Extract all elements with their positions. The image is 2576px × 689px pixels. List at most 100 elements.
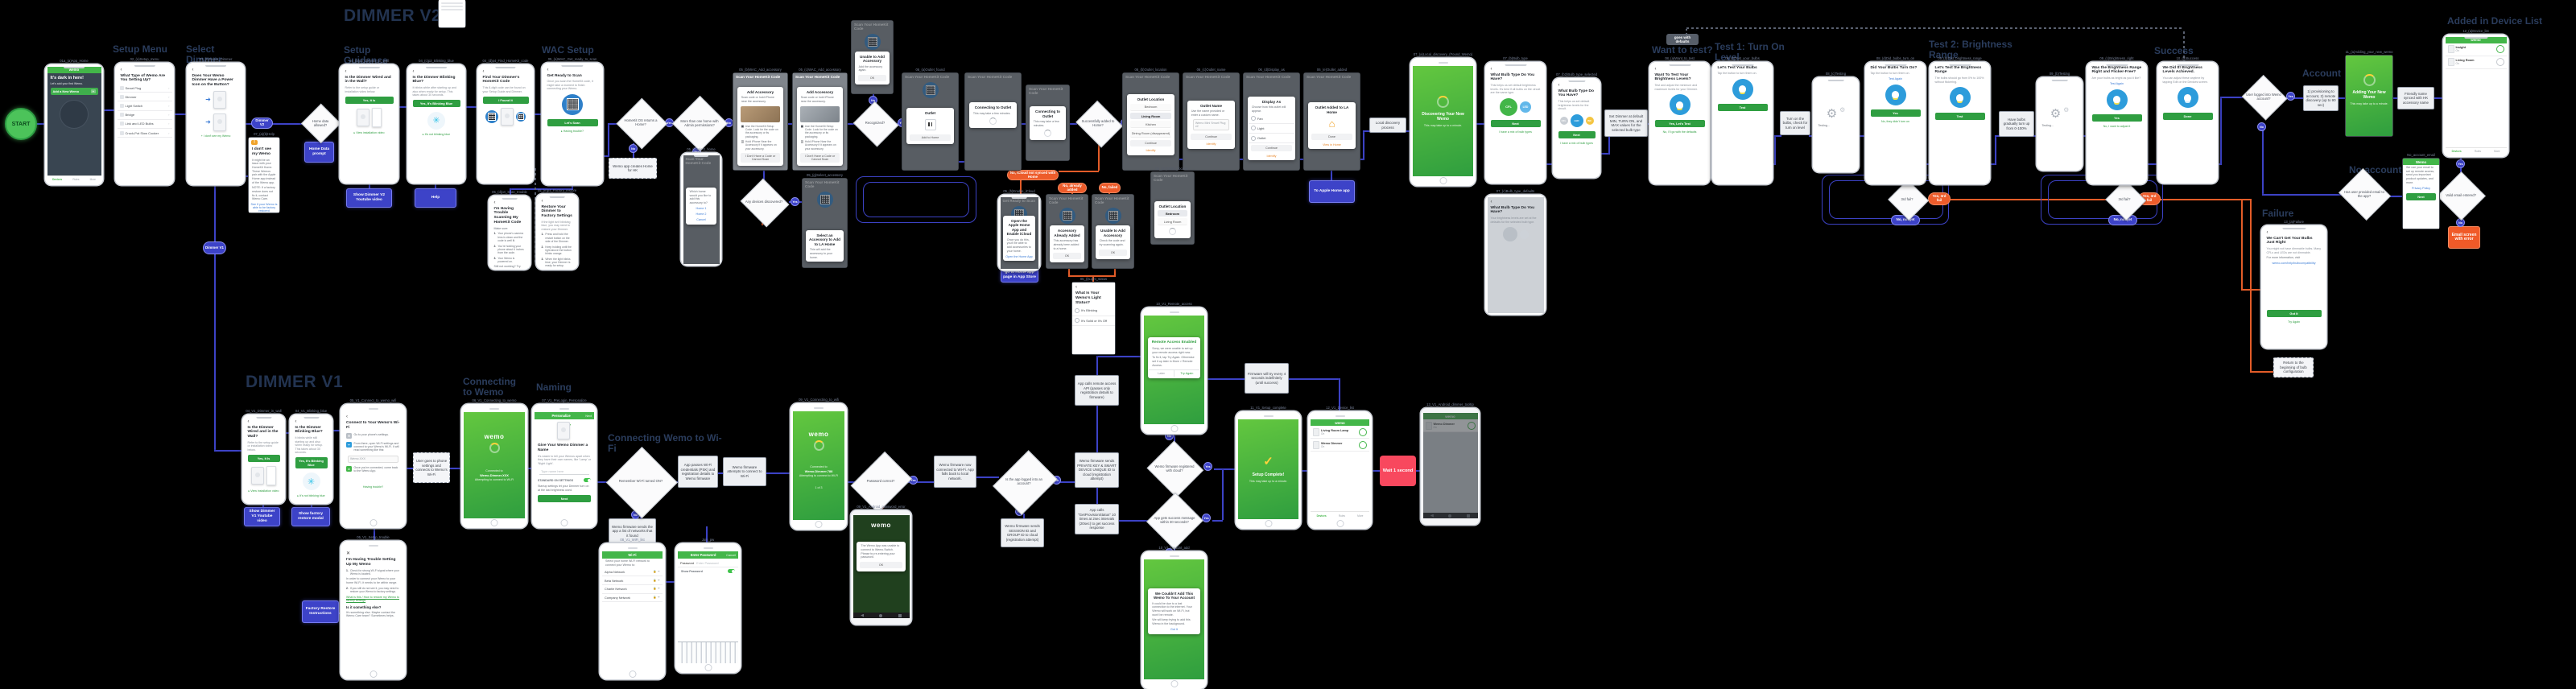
back-icon[interactable]: ‹ xyxy=(120,67,122,72)
primary-button[interactable]: Next xyxy=(1558,131,1596,139)
text-link[interactable]: Having trouble? xyxy=(362,485,384,489)
wifi-network-item[interactable]: Beta Network🔒 ᯤ xyxy=(602,576,663,585)
option-item[interactable]: Dining Room (disappeared) xyxy=(1129,130,1172,138)
radio-option[interactable]: It's Solid or It's Off xyxy=(1072,316,1115,326)
primary-button[interactable]: Test xyxy=(1934,112,1985,120)
primary-button[interactable]: Yes, It Is xyxy=(247,454,280,462)
toggle-switch[interactable] xyxy=(584,478,591,483)
primary-button[interactable]: Next xyxy=(2406,192,2436,200)
flow-action-box[interactable]: go to Home app page in App Store xyxy=(1001,267,1038,283)
text-link[interactable]: ▸ It's not blinking blue xyxy=(297,493,325,497)
nav-right[interactable]: Next xyxy=(585,414,592,418)
text-link-blue[interactable]: Open the Home App xyxy=(1005,254,1033,258)
list-item[interactable]: Link and LED Bulbs› xyxy=(117,120,172,129)
toggle-row[interactable]: Show Password xyxy=(681,569,735,573)
wifi-network-item[interactable]: Alpha Network🔒 ᯤ xyxy=(602,567,663,577)
tab-item[interactable]: Rules xyxy=(1338,514,1345,518)
text-link[interactable]: Try Again xyxy=(2287,320,2301,324)
tab-item[interactable]: More xyxy=(1357,514,1364,518)
back-icon[interactable]: ‹ xyxy=(346,415,348,419)
primary-button[interactable]: Add a New Wemo+ xyxy=(50,88,98,96)
primary-button[interactable]: Yes, It's Blinking Blue xyxy=(295,456,328,468)
list-item[interactable]: Smart Plug› xyxy=(117,84,172,93)
primary-button[interactable]: Yes xyxy=(2091,114,2142,122)
text-link-blue[interactable]: See if your Wemo is able to be factory r… xyxy=(250,203,278,212)
radio-option[interactable]: Light xyxy=(1248,124,1295,134)
back-icon[interactable]: ✕ xyxy=(346,551,351,556)
primary-button[interactable]: Yes, Let's Test xyxy=(1654,119,1705,127)
radio-option[interactable]: Fan xyxy=(1248,114,1295,124)
radio-option[interactable]: Outlet xyxy=(1248,134,1295,144)
text-link-blue[interactable]: wemo.com/help/bulbcompatibility xyxy=(2272,262,2316,266)
power-toggle-ring[interactable] xyxy=(1359,440,1367,449)
flow-action-box[interactable]: Show Dimmer V2 Youtube video xyxy=(346,188,392,208)
nav-right[interactable]: Cancel xyxy=(726,553,736,557)
secondary-button[interactable]: Continue xyxy=(1250,145,1293,152)
option-item[interactable]: Living Room xyxy=(1157,218,1188,226)
text-link-blue[interactable]: Privacy Policy xyxy=(2412,186,2430,190)
flow-action-box[interactable]: Home Data prompt xyxy=(304,142,334,163)
primary-button[interactable]: Done xyxy=(2162,112,2213,120)
back-icon[interactable]: ‹ xyxy=(547,67,549,72)
text-link-blue[interactable]: Test Again xyxy=(1888,77,1902,81)
wifi-network-item[interactable]: Company Network🔒 ᯤ xyxy=(602,594,663,603)
text-link[interactable]: No, I'll go with the defaults xyxy=(1662,130,1697,134)
option-item[interactable]: Kitchen xyxy=(1129,121,1172,129)
text-link[interactable]: + I don't see my Wemo xyxy=(200,134,231,138)
tab-item[interactable]: Devices xyxy=(1316,514,1327,518)
wifi-network-item[interactable]: Charlie Network🔒 ᯤ xyxy=(602,585,663,594)
android-nav-bar[interactable] xyxy=(852,613,910,618)
flow-action-box[interactable]: Show factory restore modal xyxy=(291,507,330,526)
later-button[interactable]: Later xyxy=(1149,370,1174,378)
back-icon[interactable]: ‹ xyxy=(1654,66,1657,72)
list-item[interactable]: Light Switch› xyxy=(117,101,172,111)
primary-button[interactable]: Yes xyxy=(1870,109,1921,118)
input-field[interactable]: Type name here xyxy=(539,468,589,476)
back-icon[interactable]: ‹ xyxy=(482,68,485,74)
tab-item[interactable]: More xyxy=(2494,150,2500,153)
text-link-blue[interactable]: Test Again xyxy=(2109,82,2124,86)
secondary-button[interactable]: I Don't Have a Code or Cannot Scan xyxy=(740,153,781,163)
text-link-orange[interactable]: Identify xyxy=(1266,154,1277,158)
tab-item[interactable]: Rules xyxy=(72,178,80,181)
text-link[interactable]: ▸ It's not blinking blue xyxy=(422,133,451,137)
secondary-button[interactable]: OK xyxy=(1052,253,1082,260)
back-icon[interactable]: ‹ xyxy=(1490,66,1492,72)
text-link-blue[interactable]: Got It xyxy=(1170,628,1179,632)
back-icon[interactable]: ‹ xyxy=(493,200,496,205)
primary-button[interactable]: Yes, It Is xyxy=(345,96,394,104)
primary-button[interactable]: Test xyxy=(1717,104,1768,112)
back-icon[interactable]: ‹ xyxy=(541,198,543,204)
text-link-orange[interactable]: View in Home xyxy=(1323,142,1341,146)
back-icon[interactable]: ‹ xyxy=(1490,199,1492,204)
text-link-blue[interactable]: Cancel xyxy=(696,218,706,222)
primary-button[interactable]: Yes, It's Blinking Blue xyxy=(412,100,460,108)
list-item[interactable]: Dimmer› xyxy=(117,93,172,102)
start-node[interactable]: START xyxy=(5,108,37,140)
text-link-blue[interactable]: Home 2 xyxy=(696,212,707,217)
tab-item[interactable]: More xyxy=(89,178,96,181)
text-link-blue[interactable]: Home 1 xyxy=(696,207,707,211)
secondary-button[interactable]: Add to Home xyxy=(909,134,952,141)
option-item-selected[interactable]: Bedroom xyxy=(1157,210,1188,217)
back-icon[interactable]: ‹ xyxy=(192,67,194,72)
text-link-green[interactable]: What is this / How to restore my Wemo to… xyxy=(346,595,400,602)
tab-item[interactable]: Devices xyxy=(2451,150,2462,153)
toggle-switch[interactable] xyxy=(728,569,735,573)
text-link[interactable]: I have a mix of bulb types xyxy=(1560,142,1593,146)
text-link-orange[interactable]: Identify xyxy=(1146,149,1156,153)
power-toggle-ring[interactable] xyxy=(2496,45,2504,53)
secondary-button[interactable]: I Don't Have a Code or Cannot Scan xyxy=(799,153,840,163)
flow-action-box[interactable]: Factory Restore Instructions xyxy=(302,600,339,623)
list-item[interactable]: Bridge› xyxy=(117,111,172,120)
back-icon[interactable]: ‹ xyxy=(345,68,347,74)
try-again-button[interactable]: Try Again xyxy=(1180,372,1194,376)
power-toggle-ring[interactable] xyxy=(1359,427,1367,436)
back-icon[interactable]: ‹ xyxy=(1558,82,1560,88)
secondary-button[interactable]: OK xyxy=(860,561,902,568)
back-icon[interactable]: ‹ xyxy=(247,419,250,424)
